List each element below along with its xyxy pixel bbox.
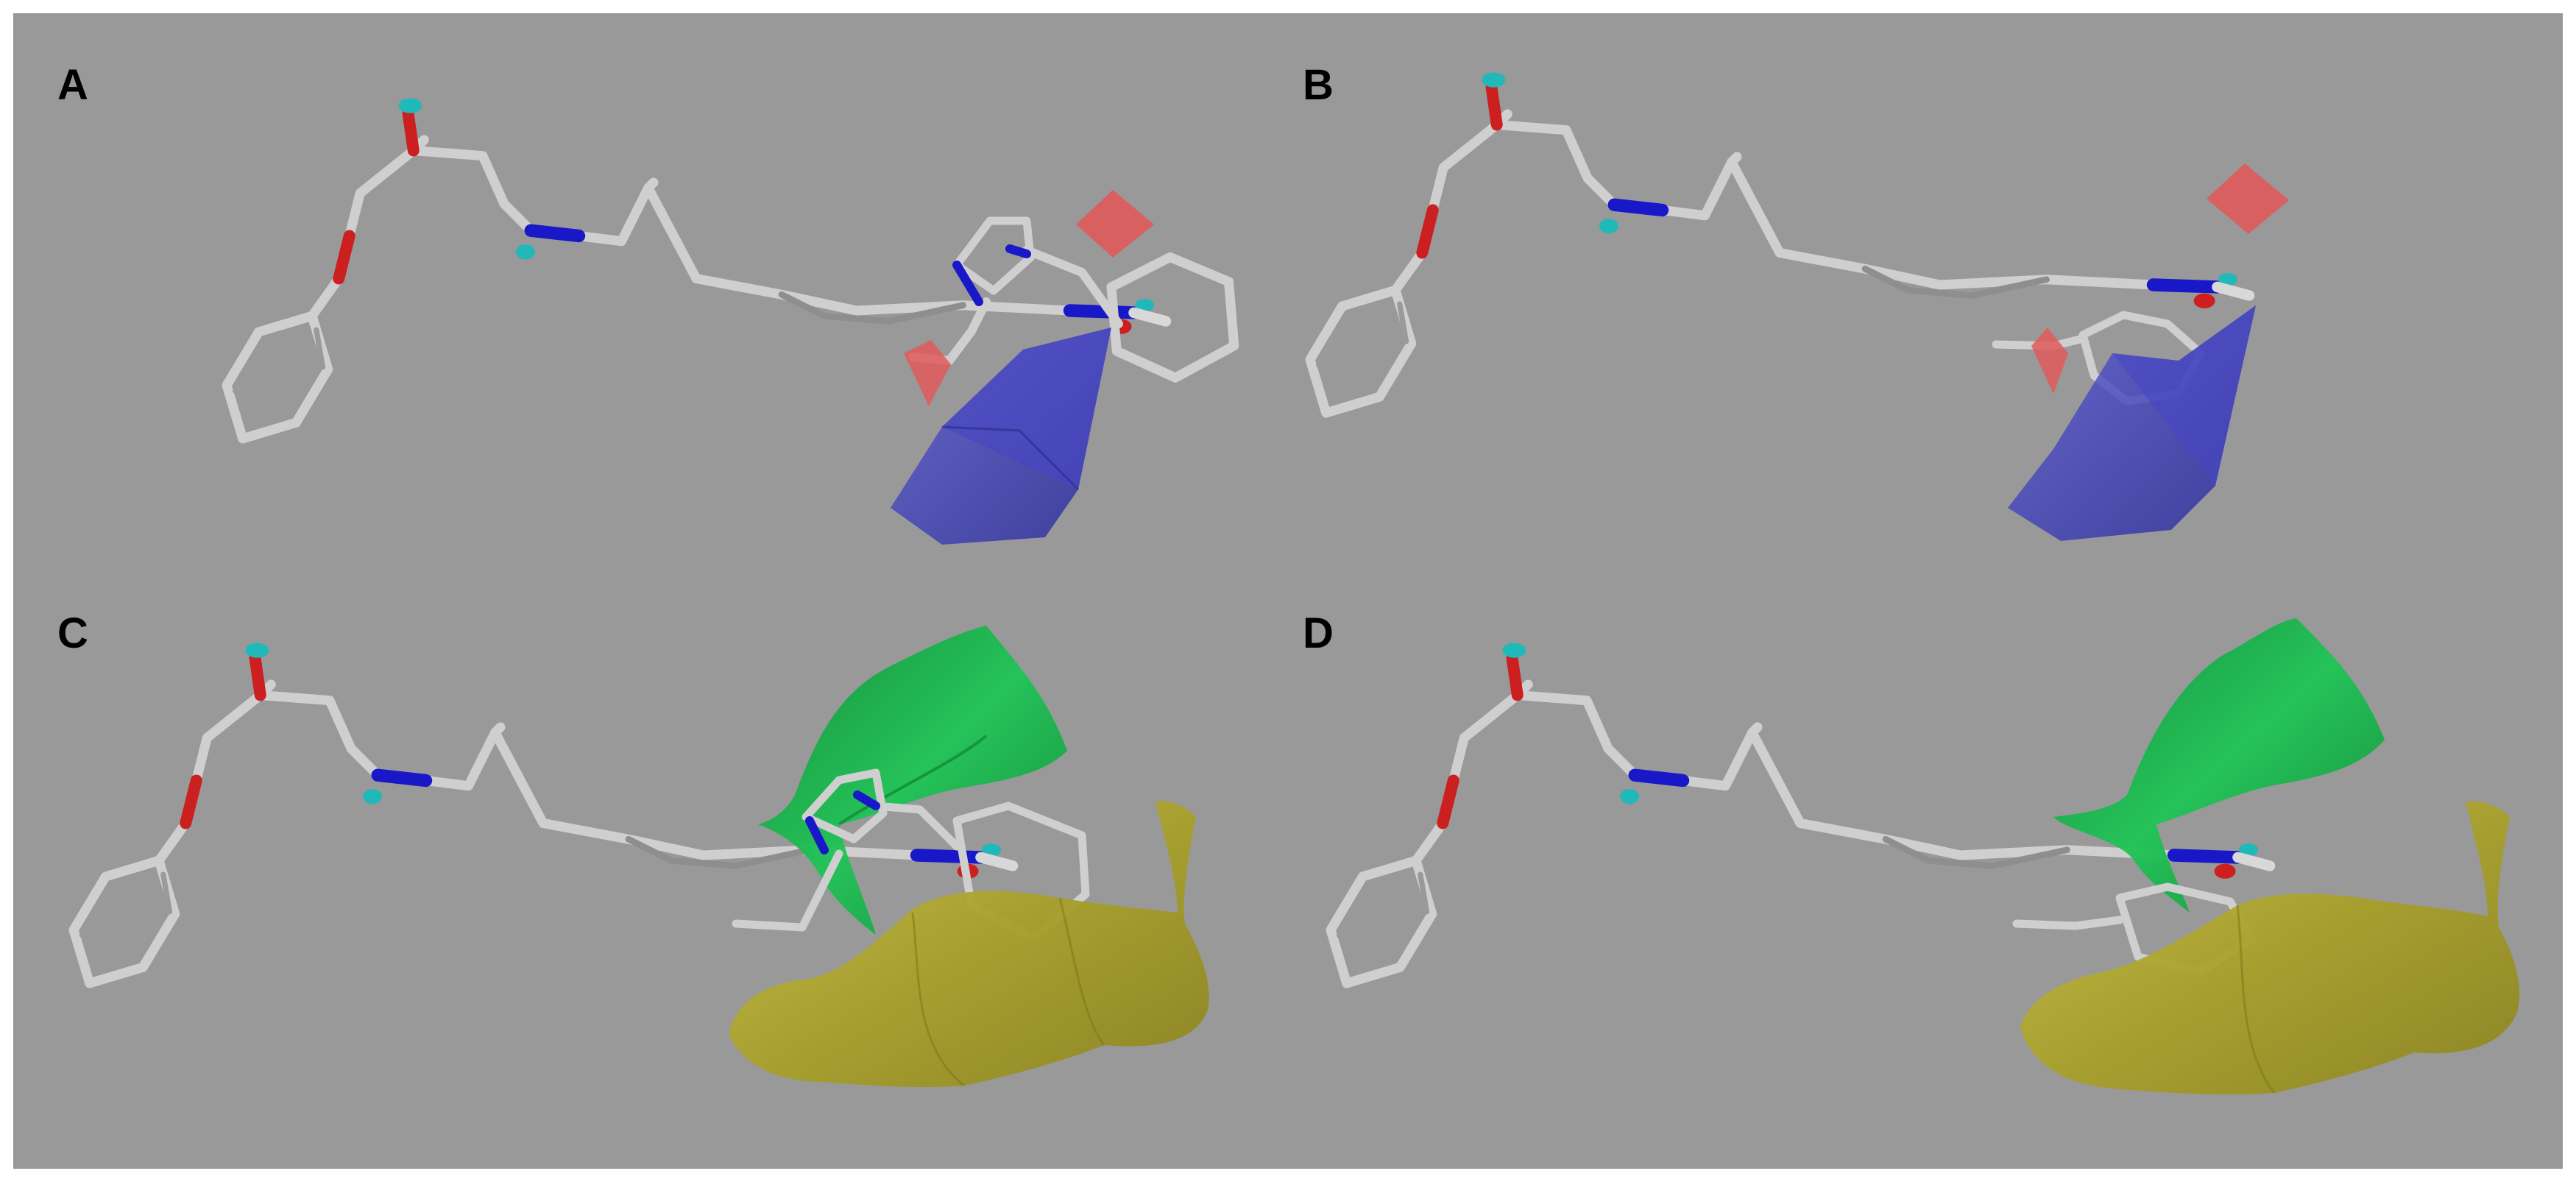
panel-b: B (1303, 61, 2289, 541)
panel-label-b: B (1303, 61, 1334, 109)
panel-label-d: D (1303, 609, 1334, 657)
panel-c: C (57, 609, 1209, 1088)
panel-d: D (1303, 609, 2520, 1095)
yellow-contour (729, 801, 1209, 1088)
yellow-contour (2020, 801, 2520, 1095)
blue-contour (2008, 305, 2256, 541)
blue-contour (891, 328, 1111, 545)
green-contour (2053, 618, 2385, 913)
red-contour (1076, 190, 1154, 258)
red-contour (2031, 328, 2068, 394)
panel-label-a: A (57, 61, 88, 109)
panel-a: A (57, 61, 1234, 545)
red-contour (904, 340, 951, 406)
red-contour (2207, 163, 2289, 234)
panel-label-c: C (57, 609, 88, 657)
